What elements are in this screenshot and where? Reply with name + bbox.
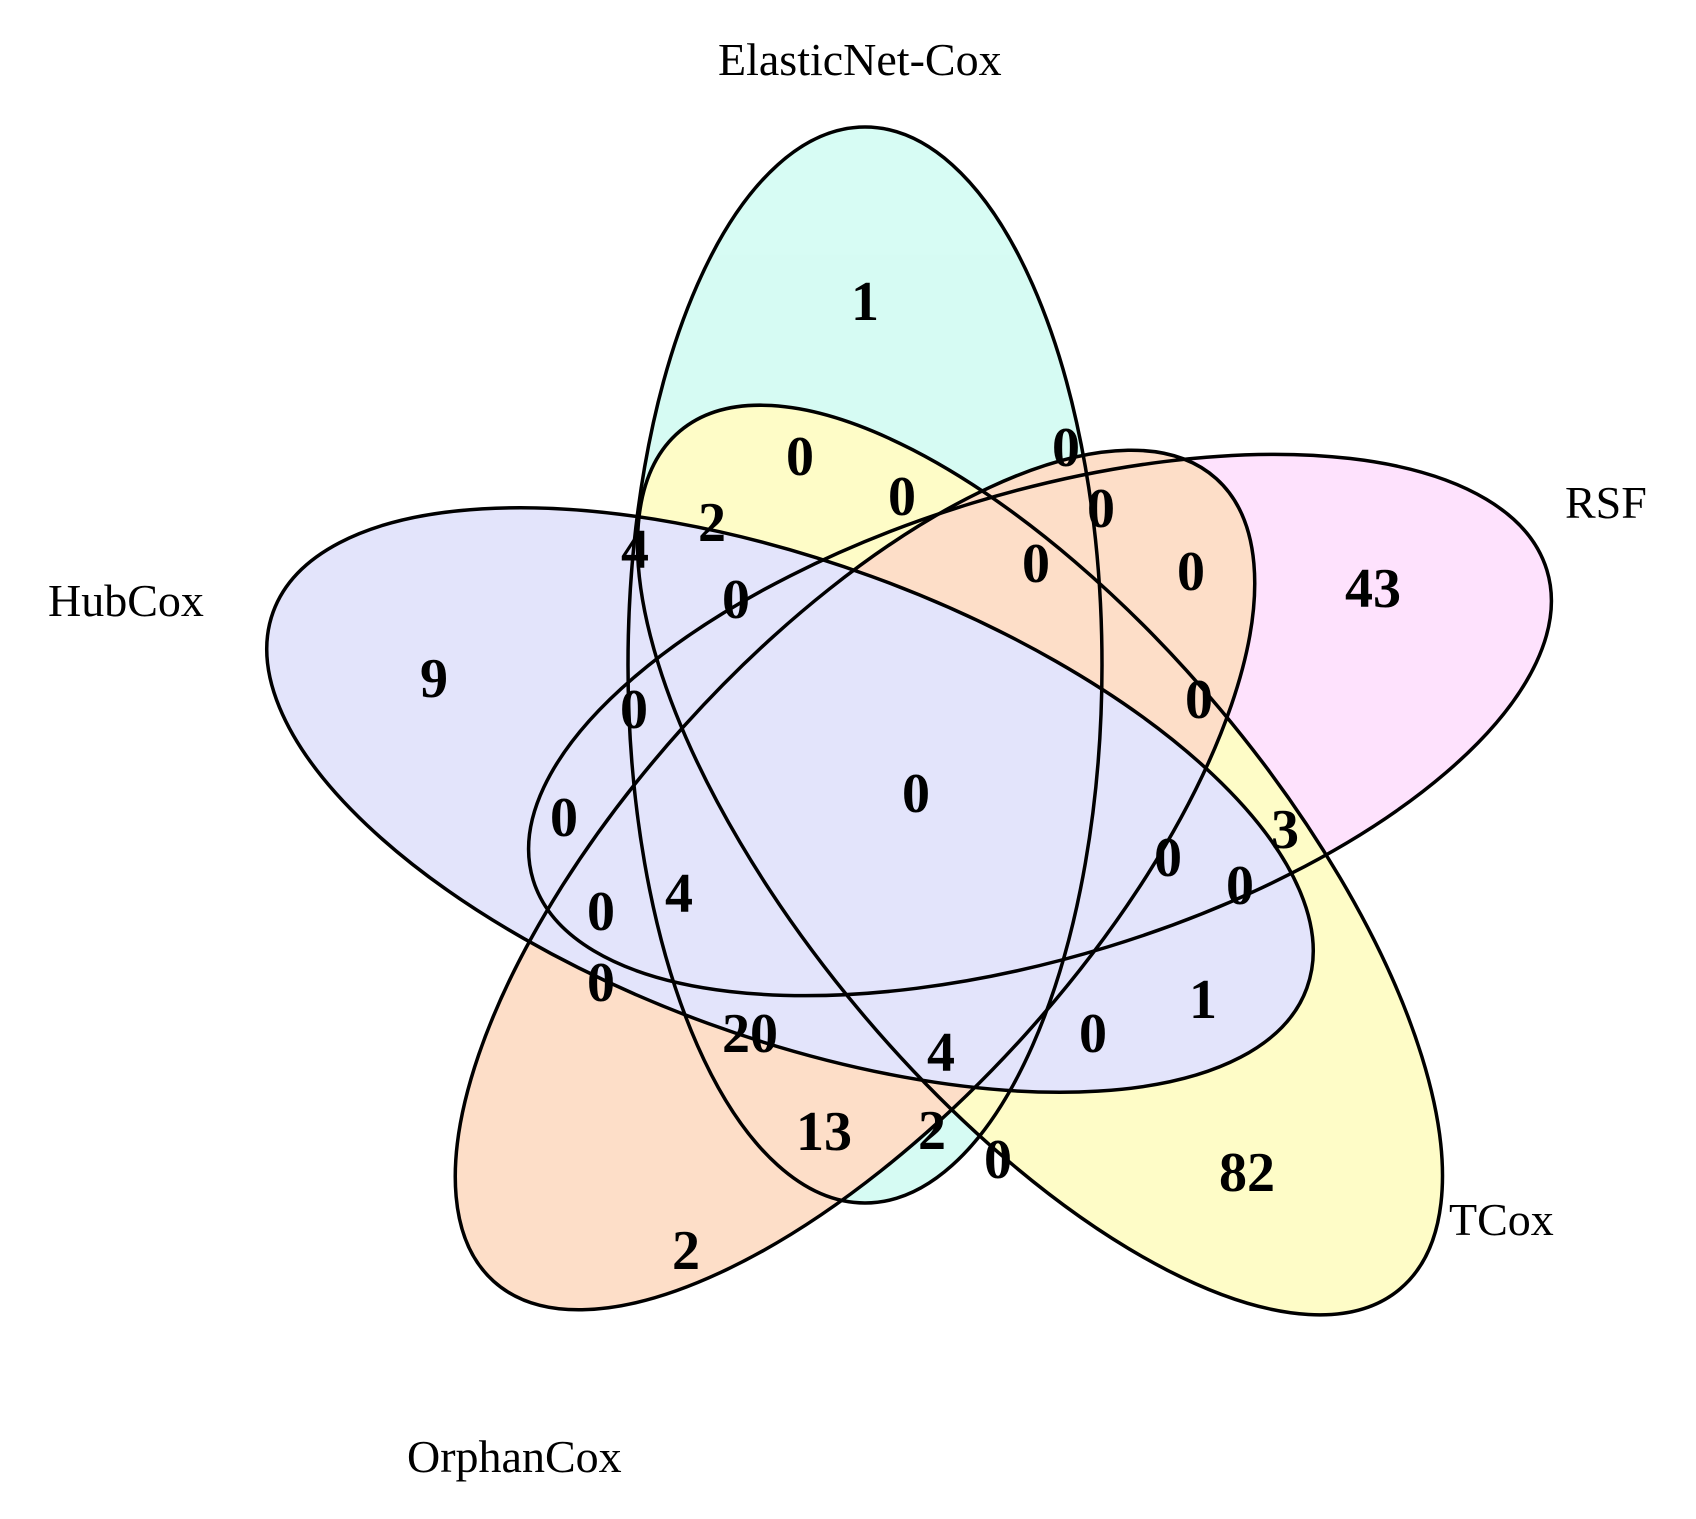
count-region: 0 [722,569,750,631]
label-tcox: TCox [1449,1194,1554,1245]
count-region: 0 [587,881,615,943]
count-region: 1 [1189,969,1217,1031]
count-region: 0 [1052,417,1080,479]
set-rsf-outline [526,452,1554,998]
count-region: 0 [888,466,916,528]
count-region: 0 [1079,1003,1107,1065]
count-region: 0 [1154,827,1182,889]
set-elasticnet-fill [628,127,1102,1203]
count-region: 4 [621,519,649,581]
set-orphan-outline [453,448,1257,1312]
count-rsf-only: 43 [1345,558,1401,620]
count-region: 3 [1271,799,1299,861]
label-rsf: RSF [1565,477,1647,528]
count-region: 0 [786,426,814,488]
label-elasticnet: ElasticNet-Cox [718,34,1002,85]
count-center: 0 [902,763,930,825]
count-region: 0 [1087,478,1115,540]
set-hubcox-fill [266,507,1314,1093]
count-orphan-only: 2 [672,1220,700,1282]
set-tcox-outline [635,403,1445,1317]
count-region: 4 [665,863,693,925]
count-region: 0 [1022,533,1050,595]
label-orphancox: OrphanCox [407,1431,622,1482]
count-region: 0 [620,679,648,741]
set-hubcox-outline [265,506,1315,1094]
count-hubcox-only: 9 [420,648,448,710]
count-region: 4 [927,1022,955,1084]
count-region: 2 [698,492,726,554]
count-region: 0 [550,787,578,849]
count-region: 0 [1185,669,1213,731]
set-rsf-fill [528,454,1552,996]
set-orphan-fill [455,450,1255,1310]
count-tcox-only: 82 [1219,1142,1275,1204]
set-tcox-fill [637,405,1443,1315]
count-region: 0 [1226,855,1254,917]
count-region: 20 [722,1003,778,1065]
count-region: 2 [918,1100,946,1162]
count-region: 13 [796,1101,852,1163]
label-hubcox: HubCox [48,575,204,626]
set-elasticnet-outline [626,125,1104,1205]
count-elasticnet-only: 1 [851,271,879,333]
count-region: 0 [587,952,615,1014]
count-region: 0 [984,1129,1012,1191]
count-region: 0 [1177,541,1205,603]
